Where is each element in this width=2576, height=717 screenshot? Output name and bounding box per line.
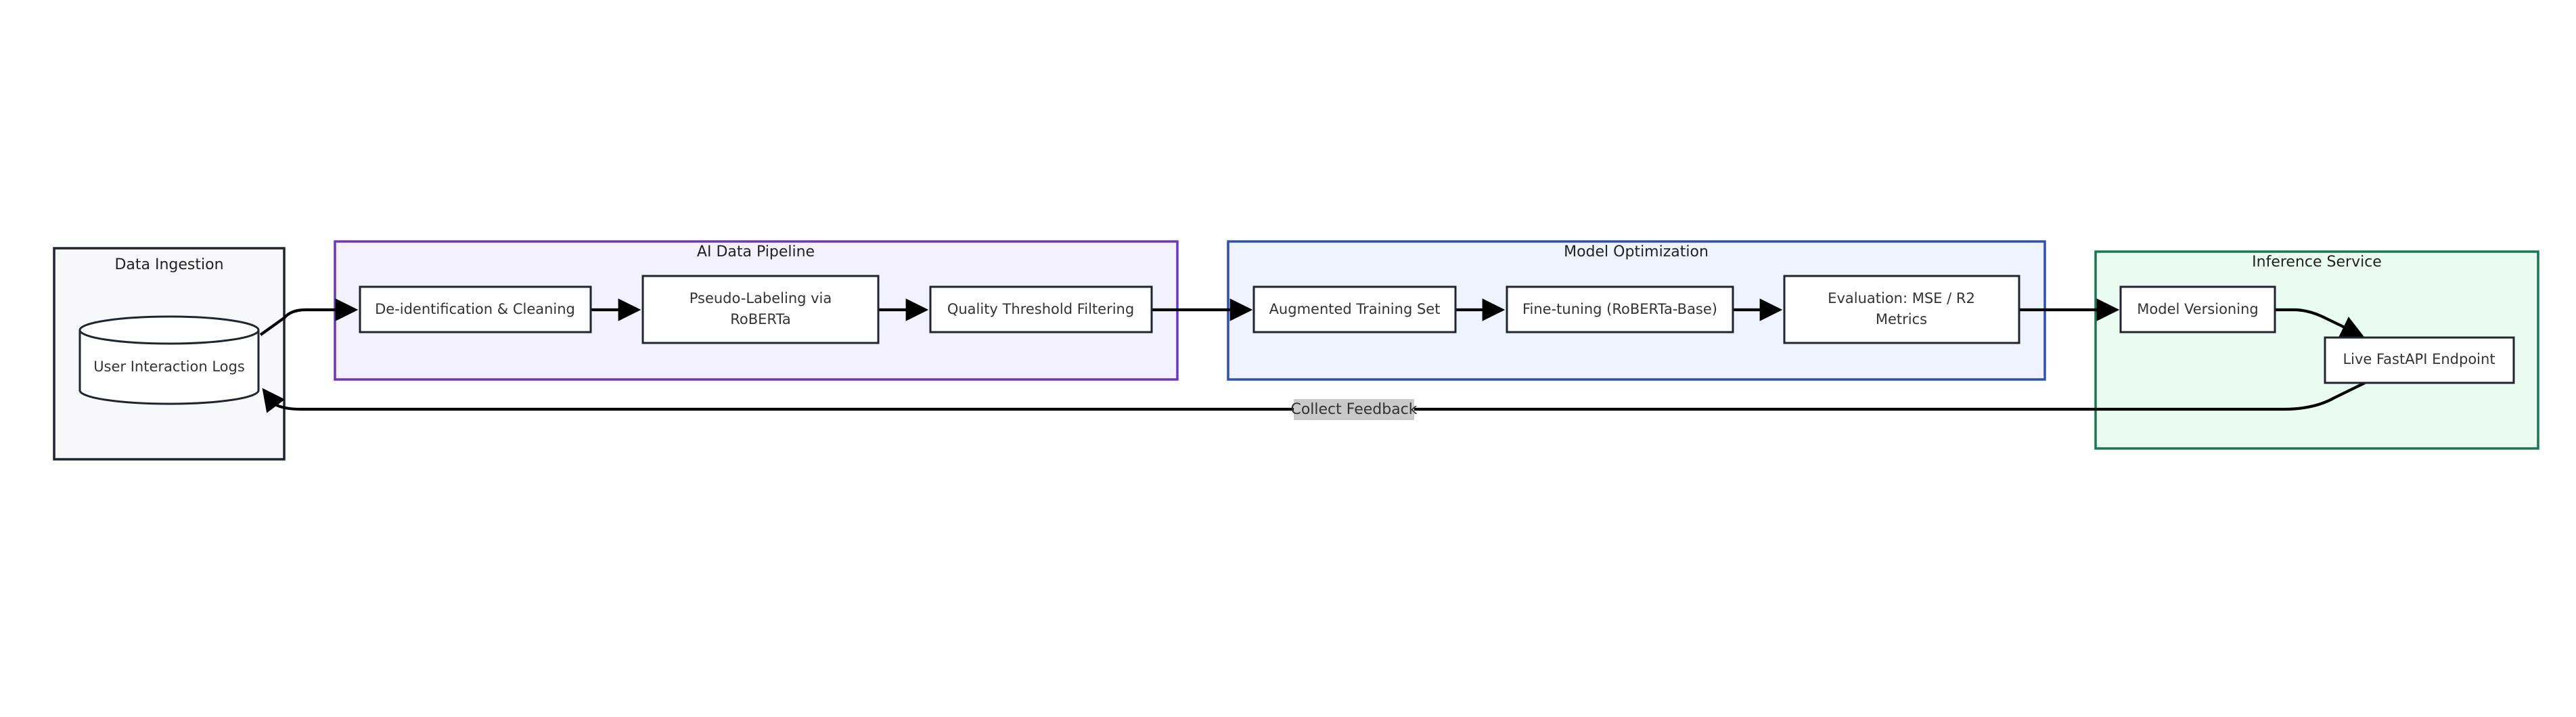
- node-box: [1506, 285, 1734, 333]
- edge-label-background: [1294, 399, 1414, 420]
- node-evaluation-metrics: Evaluation: MSE / R2 Metrics: [1783, 275, 2020, 344]
- model-optimization-title: Model Optimization: [1564, 244, 1709, 260]
- node-label: Fine-tuning (RoBERTa-Base): [1522, 301, 1717, 317]
- node-box: [2119, 285, 2276, 333]
- node-model-versioning: Model Versioning: [2119, 285, 2276, 333]
- edge-label-collect-feedback: Collect Feedback: [1290, 399, 1418, 420]
- edge-versioning-to-endpoint: [2275, 308, 2364, 338]
- edge-endpoint-feedback-to-logs: [262, 381, 2366, 413]
- node-label-line-2: RoBERTa: [730, 311, 790, 327]
- ai-data-pipeline-title: AI Data Pipeline: [697, 244, 815, 260]
- node-label: Quality Threshold Filtering: [947, 301, 1134, 317]
- node-label-line-1: Pseudo-Labeling via: [690, 290, 832, 306]
- node-box: [1783, 275, 2020, 344]
- edges: [259, 298, 2366, 413]
- node-label: User Interaction Logs: [93, 358, 245, 375]
- edge-logs-to-cleaning: [259, 298, 359, 336]
- node-de-identification-cleaning: De-identification & Cleaning: [359, 285, 592, 333]
- node-box: [1252, 285, 1457, 333]
- edge-label-text: Collect Feedback: [1290, 401, 1417, 418]
- node-label: De-identification & Cleaning: [375, 301, 575, 317]
- database-icon-rim: [78, 329, 260, 345]
- node-box: [929, 285, 1153, 333]
- node-box: [2324, 336, 2515, 384]
- node-quality-threshold-filtering: Quality Threshold Filtering: [929, 285, 1153, 333]
- node-box: [641, 275, 880, 344]
- database-icon: [78, 315, 260, 405]
- node-label-line-1: Evaluation: MSE / R2: [1828, 290, 1975, 306]
- node-label: Augmented Training Set: [1269, 301, 1441, 317]
- node-box: [359, 285, 592, 333]
- inference-service-title: Inference Service: [2252, 254, 2382, 271]
- node-augmented-training-set: Augmented Training Set: [1252, 285, 1457, 333]
- node-label: Model Versioning: [2137, 301, 2258, 317]
- node-user-interaction-logs: User Interaction Logs: [78, 315, 260, 405]
- data-ingestion-title: Data Ingestion: [114, 256, 223, 273]
- node-label: Live FastAPI Endpoint: [2343, 351, 2495, 367]
- node-fine-tuning: Fine-tuning (RoBERTa-Base): [1506, 285, 1734, 333]
- node-label-line-2: Metrics: [1876, 311, 1927, 327]
- node-live-fastapi-endpoint: Live FastAPI Endpoint: [2324, 336, 2515, 384]
- node-pseudo-labeling: Pseudo-Labeling via RoBERTa: [641, 275, 880, 344]
